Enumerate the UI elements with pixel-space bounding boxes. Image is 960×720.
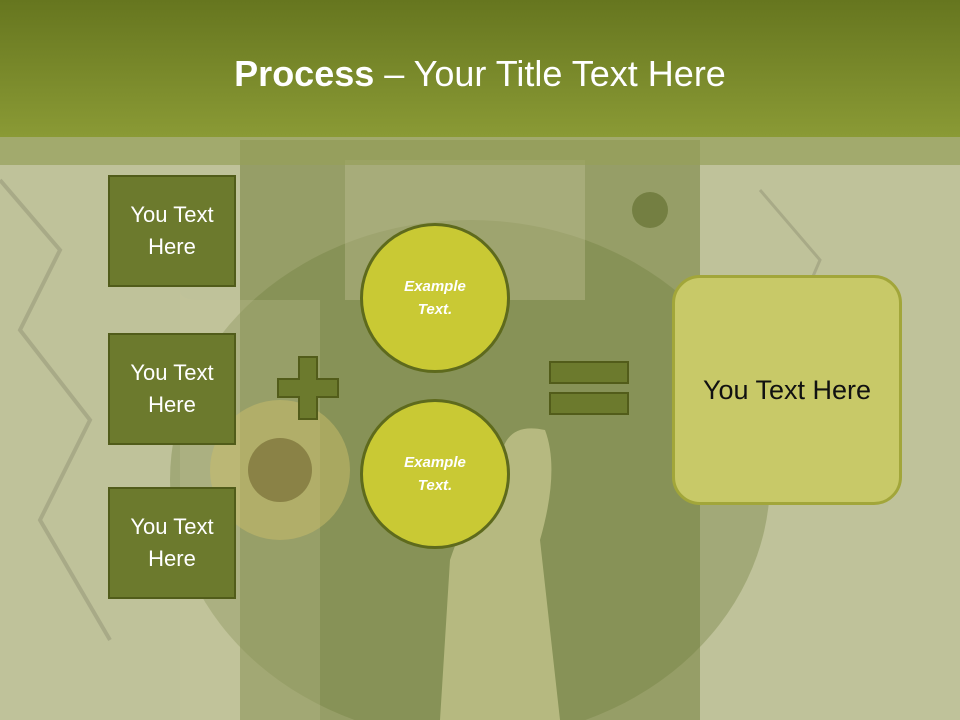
text-box-3[interactable]: You Text Here xyxy=(108,487,236,599)
example-circle-label: Example Text. xyxy=(404,454,466,494)
example-circle-1[interactable]: Example Text. xyxy=(360,223,510,373)
title-strip xyxy=(0,137,960,165)
slide-title: Process – Your Title Text Here xyxy=(0,52,960,96)
slide-title-bold: Process xyxy=(234,53,375,94)
text-box-label: You Text Here xyxy=(130,360,214,417)
equals-icon xyxy=(549,361,629,415)
result-box[interactable]: You Text Here xyxy=(672,275,902,505)
text-box-2[interactable]: You Text Here xyxy=(108,333,236,445)
text-box-label: You Text Here xyxy=(130,514,214,571)
title-band xyxy=(0,0,960,137)
text-box-1[interactable]: You Text Here xyxy=(108,175,236,287)
plus-icon xyxy=(277,356,339,420)
example-circle-label: Example Text. xyxy=(404,278,466,318)
text-box-label: You Text Here xyxy=(130,202,214,259)
example-circle-2[interactable]: Example Text. xyxy=(360,399,510,549)
result-label: You Text Here xyxy=(702,374,872,405)
slide-title-rest: – Your Title Text Here xyxy=(374,53,726,94)
